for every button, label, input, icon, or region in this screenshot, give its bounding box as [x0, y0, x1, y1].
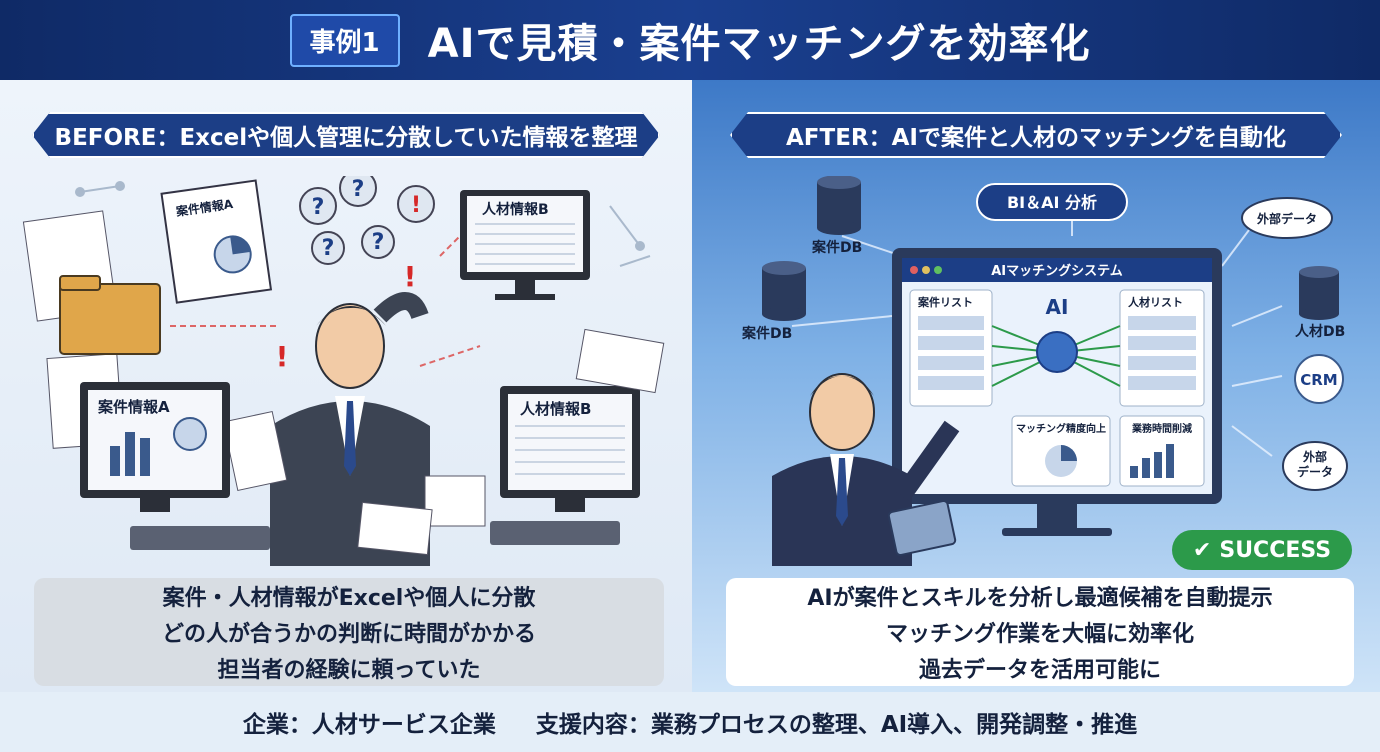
- company-info: 企業：人材サービス企業: [242, 712, 496, 738]
- monitor-label: 人材情報B: [520, 400, 591, 418]
- document-case-a: 案件情報A: [160, 179, 273, 304]
- question-mark: ?: [372, 230, 385, 255]
- crm-badge: [1294, 354, 1344, 404]
- monitor-case-a: 案件情報A: [80, 382, 230, 512]
- db-label-top: 案件DB: [811, 239, 862, 256]
- cloud-icon: [1282, 441, 1348, 491]
- external-data-label: データ: [1297, 464, 1333, 479]
- check-icon: ✔: [1192, 537, 1212, 563]
- network-node: [115, 181, 125, 191]
- support-info: 支援内容：業務プロセスの整理、AI導入、開発調整・推進: [535, 712, 1138, 738]
- match-lines: [991, 325, 1121, 387]
- keyboard: [490, 521, 620, 545]
- monitor-talent-b-2: 人材情報B: [500, 386, 640, 512]
- exclamation-mark: !: [404, 260, 417, 293]
- crm-label: CRM: [1300, 371, 1338, 389]
- question-mark: ?: [322, 236, 335, 261]
- database-icon: [762, 261, 806, 321]
- db-label-bottom: 案件DB: [741, 325, 792, 342]
- success-label: SUCCESS: [1219, 537, 1332, 563]
- talent-list-label: 人材リスト: [1128, 295, 1183, 309]
- time-card-label: 業務時間削減: [1131, 422, 1192, 435]
- external-data-label: 外部: [1303, 449, 1327, 464]
- monitor-label: 人材情報B: [482, 201, 549, 218]
- page-title: AIで見積・案件マッチングを効率化: [427, 21, 1091, 67]
- after-banner: AFTER：AIで案件と人材のマッチングを自動化: [730, 112, 1342, 158]
- network-node: [635, 241, 645, 251]
- tablet-icon: [887, 499, 957, 557]
- accuracy-card-label: マッチング精度向上: [1016, 422, 1106, 435]
- caption-line: 案件・人材情報がExcelや個人に分散: [162, 586, 536, 611]
- network-lines: [79, 185, 651, 267]
- ai-matching-monitor: AIマッチングシステム 案件リスト 人材リスト AI マッチング精度向上 業務時…: [892, 248, 1222, 536]
- exclamation-mark: !: [276, 340, 289, 373]
- caption-line: 担当者の経験に頼っていた: [217, 658, 481, 683]
- system-title: AIマッチングシステム: [991, 263, 1123, 279]
- talent-db-label: 人材DB: [1295, 323, 1345, 340]
- cloud-icon: [1241, 197, 1333, 239]
- keyboard: [130, 526, 270, 550]
- case-list-label: 案件リスト: [917, 295, 973, 309]
- before-caption: 案件・人材情報がExcelや個人に分散 どの人が合うかの判断に時間がかかる 担当…: [34, 578, 664, 686]
- folder-icon: [59, 275, 161, 355]
- question-mark: ?: [312, 195, 325, 220]
- bi-ai-label: BI＆AI 分析: [1007, 193, 1097, 212]
- after-caption: AIが案件とスキルを分析し最適候補を自動提示 マッチング作業を大幅に効率化 過去…: [726, 578, 1354, 686]
- exclamation-mark: !: [411, 193, 421, 218]
- after-illustration: BI＆AI 分析 案件DB 案件DB 外部データ 人材DB CRM 外部 データ: [741, 176, 1348, 566]
- external-data-label: 外部データ: [1257, 211, 1317, 226]
- network-node: [75, 187, 85, 197]
- database-icon: [1299, 266, 1339, 320]
- before-banner: BEFORE：Excelや個人管理に分散していた情報を整理: [32, 112, 660, 158]
- brain-icon: [1036, 331, 1078, 373]
- before-panel: BEFORE：Excelや個人管理に分散していた情報を整理 案件情報A: [0, 80, 692, 692]
- database-icon: [817, 176, 861, 235]
- monitor-talent-b: 人材情報B: [460, 190, 590, 300]
- confident-businessman: [772, 373, 960, 566]
- header-bar: 事例1 AIで見積・案件マッチングを効率化: [0, 0, 1380, 80]
- before-illustration: 案件情報A ? ? ? ? ! ! ! 人材情報B: [22, 176, 665, 566]
- case-tag: 事例1: [289, 13, 400, 67]
- ai-label: AI: [1046, 295, 1069, 319]
- caption-line: AIが案件とスキルを分析し最適候補を自動提示: [807, 586, 1273, 611]
- after-panel: AFTER：AIで案件と人材のマッチングを自動化 BI＆AI 分析 案件DB 案…: [692, 80, 1380, 692]
- question-mark: ?: [352, 177, 365, 202]
- caption-line: どの人が合うかの判断に時間がかかる: [161, 622, 536, 647]
- paper-piles: [357, 328, 665, 556]
- caption-line: 過去データを活用可能に: [918, 658, 1161, 683]
- monitor-label: 案件情報A: [97, 398, 170, 416]
- success-badge: ✔ SUCCESS: [1172, 530, 1352, 570]
- footer-bar: 企業：人材サービス企業 支援内容：業務プロセスの整理、AI導入、開発調整・推進: [0, 692, 1380, 752]
- bi-ai-badge: [976, 183, 1128, 221]
- question-bubbles: ? ? ? ? ! ! !: [276, 176, 435, 373]
- caption-line: マッチング作業を大幅に効率化: [885, 622, 1194, 647]
